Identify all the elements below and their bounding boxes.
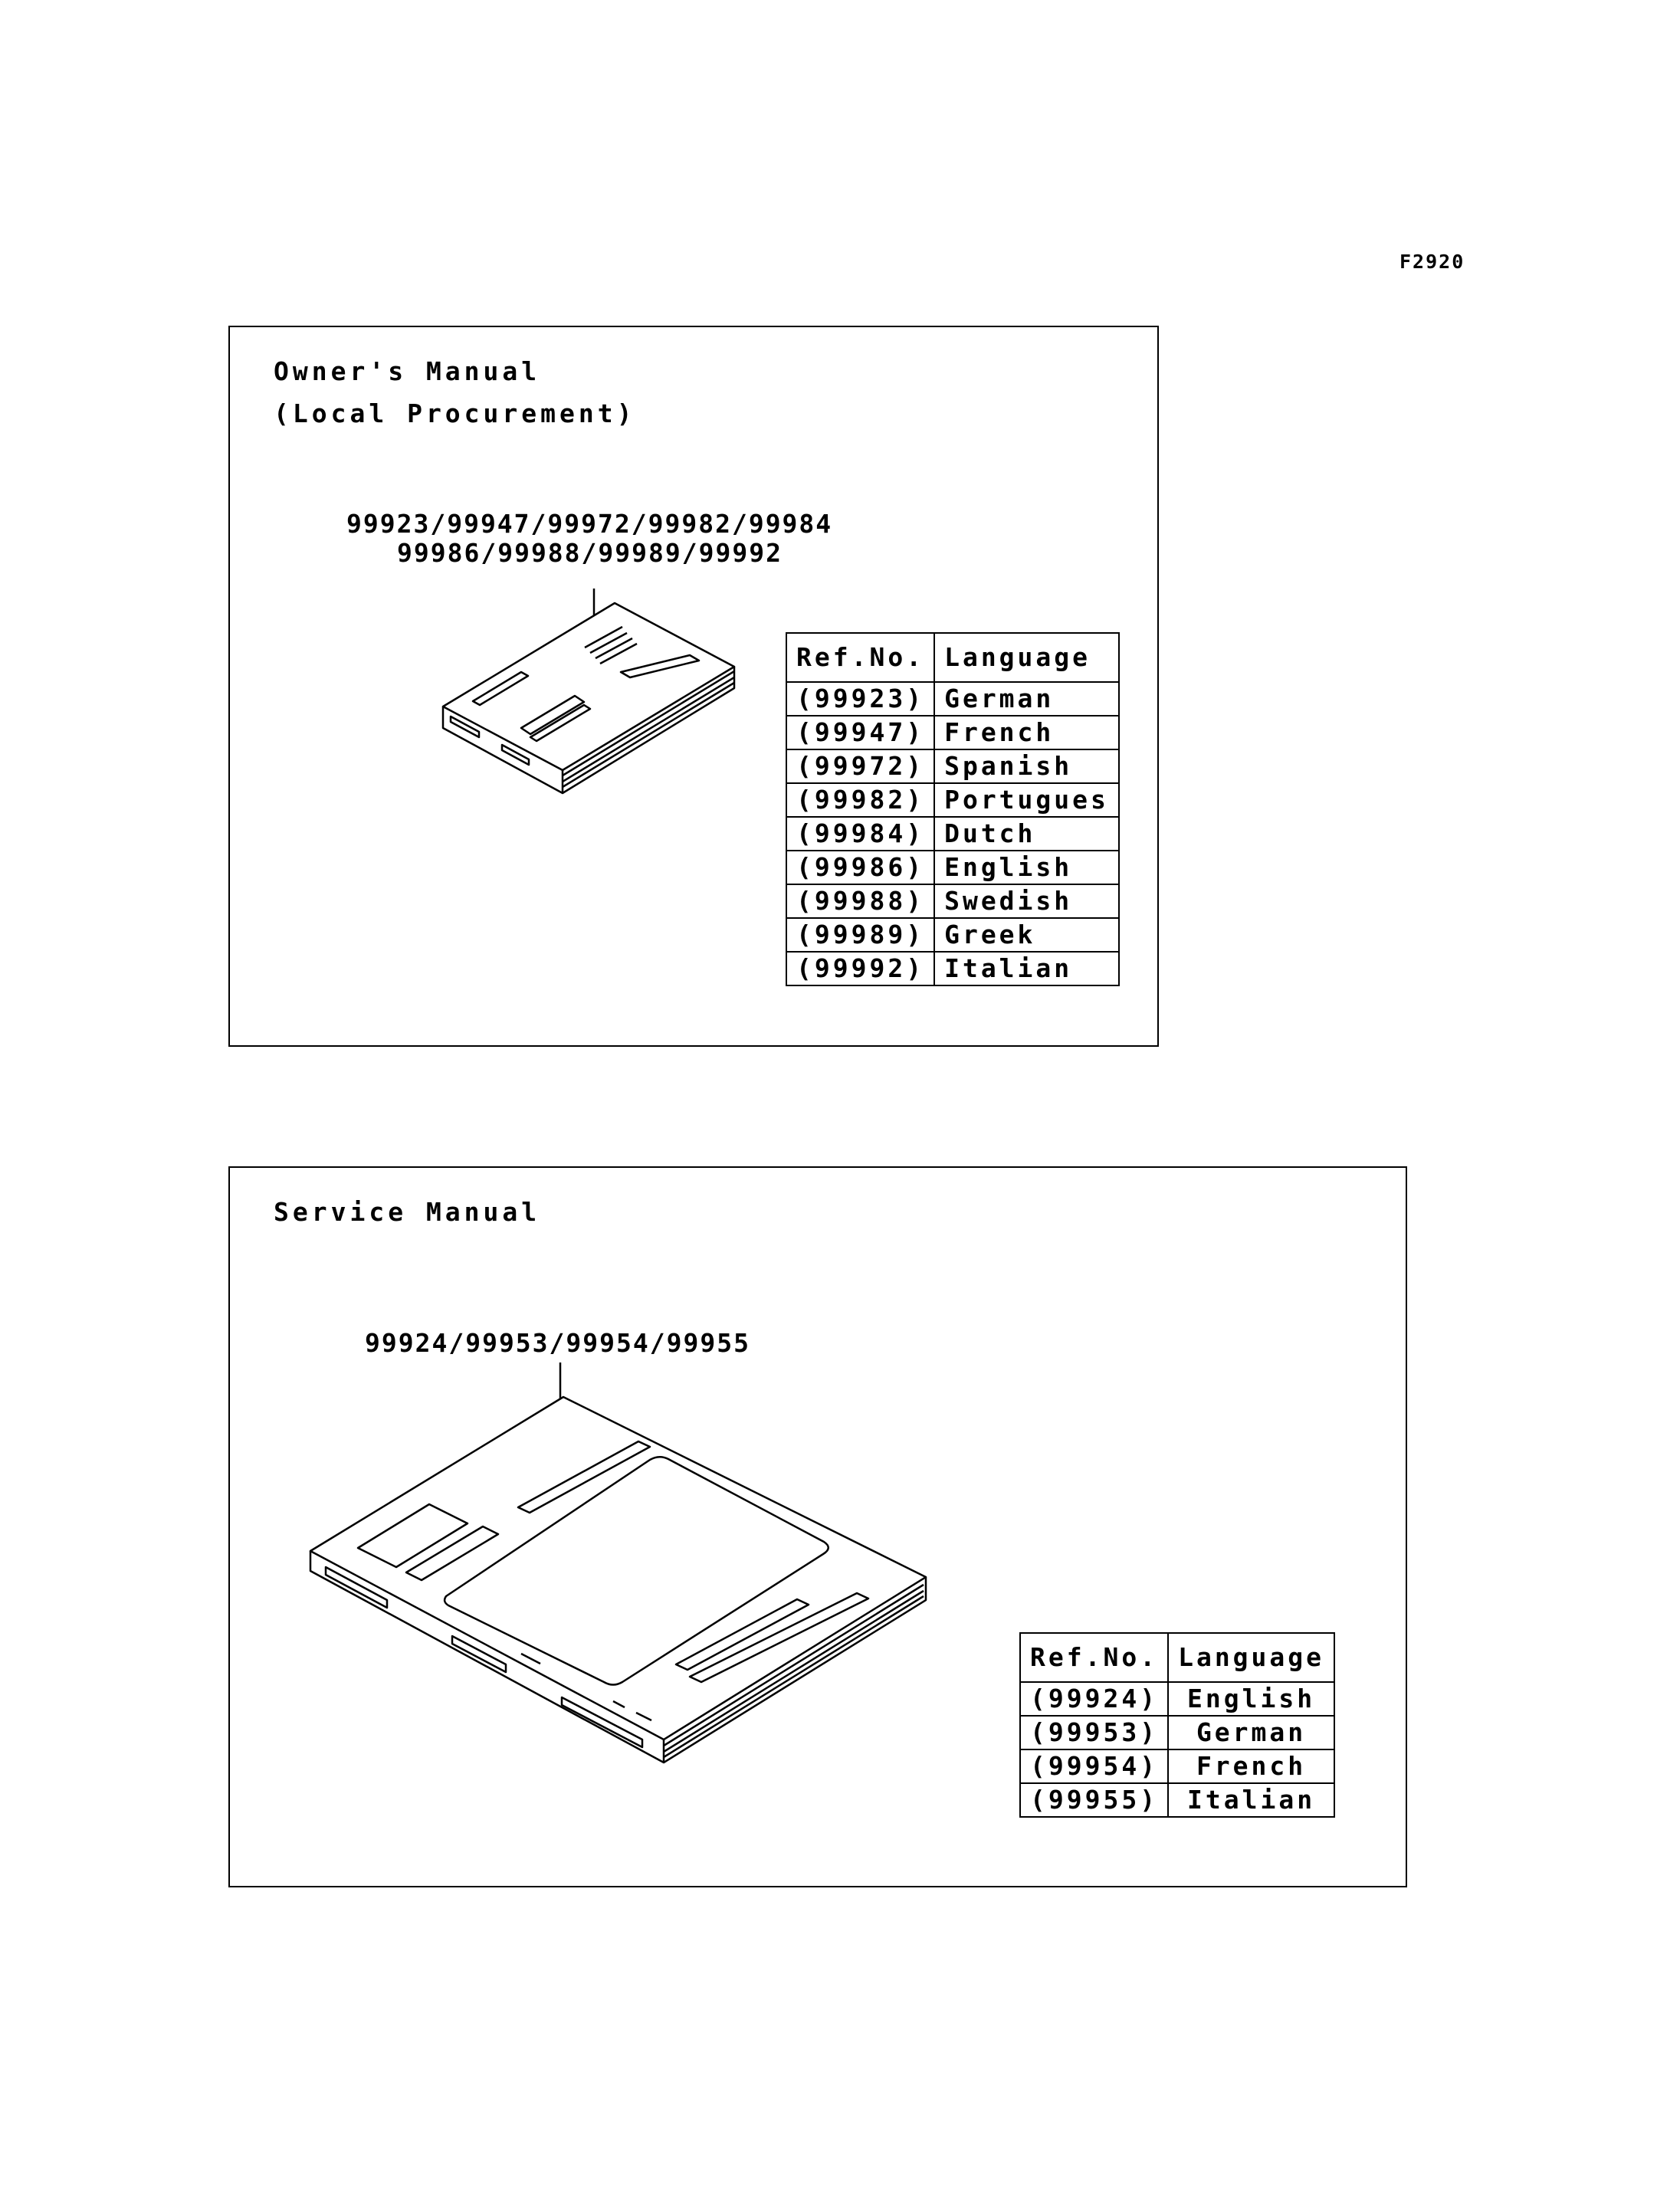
language-cell: German	[934, 681, 1120, 716]
table-row: (99984) Dutch	[785, 816, 1120, 851]
ref-no-cell: (99989)	[785, 917, 936, 953]
language-cell: French	[1167, 1749, 1336, 1784]
language-cell: English	[934, 850, 1120, 885]
table-row: (99923) German	[785, 681, 1120, 716]
language-cell: Greek	[934, 917, 1120, 953]
table-row: (99992) Italian	[785, 951, 1120, 986]
ref-no-header: Ref.No.	[1019, 1632, 1170, 1683]
table-row: (99988) Swedish	[785, 884, 1120, 919]
owners-manual-ref-numbers-line-1: 99923/99947/99972/99982/99984	[346, 509, 833, 539]
language-cell: Dutch	[934, 816, 1120, 851]
ref-no-cell: (99955)	[1019, 1782, 1170, 1818]
ref-no-cell: (99982)	[785, 782, 936, 818]
table-row: (99955) Italian	[1019, 1782, 1336, 1818]
ref-no-cell: (99986)	[785, 850, 936, 885]
owners-manual-language-table: Ref.No. Language (99923) German (99947) …	[785, 632, 1120, 986]
ref-no-cell: (99984)	[785, 816, 936, 851]
table-row: (99986) English	[785, 850, 1120, 885]
service-manual-title: Service Manual	[274, 1197, 541, 1227]
language-cell: Portugues	[934, 782, 1120, 818]
ref-no-cell: (99923)	[785, 681, 936, 716]
language-cell: English	[1167, 1681, 1336, 1717]
owners-manual-ref-numbers-line-2: 99986/99988/99989/99992	[397, 538, 783, 568]
table-header-row: Ref.No. Language	[1019, 1632, 1336, 1683]
service-manual-language-table: Ref.No. Language (99924) English (99953)…	[1019, 1632, 1336, 1818]
owners-manual-panel	[228, 326, 1159, 1047]
table-row: (99953) German	[1019, 1715, 1336, 1750]
table-header-row: Ref.No. Language	[785, 632, 1120, 683]
ref-no-cell: (99992)	[785, 951, 936, 986]
language-cell: French	[934, 715, 1120, 750]
ref-no-cell: (99947)	[785, 715, 936, 750]
table-row: (99947) French	[785, 715, 1120, 750]
table-row: (99924) English	[1019, 1681, 1336, 1717]
ref-no-cell: (99924)	[1019, 1681, 1170, 1717]
language-cell: Swedish	[934, 884, 1120, 919]
language-cell: Italian	[934, 951, 1120, 986]
table-row: (99954) French	[1019, 1749, 1336, 1784]
ref-no-header: Ref.No.	[785, 632, 936, 683]
table-row: (99982) Portugues	[785, 782, 1120, 818]
language-cell: Spanish	[934, 749, 1120, 784]
ref-no-cell: (99954)	[1019, 1749, 1170, 1784]
ref-no-cell: (99972)	[785, 749, 936, 784]
service-manual-panel	[228, 1166, 1407, 1887]
table-row: (99989) Greek	[785, 917, 1120, 953]
ref-no-cell: (99953)	[1019, 1715, 1170, 1750]
owners-manual-title: Owner's Manual	[274, 356, 541, 386]
language-cell: Italian	[1167, 1782, 1336, 1818]
service-manual-ref-numbers: 99924/99953/99954/99955	[365, 1328, 750, 1358]
language-cell: German	[1167, 1715, 1336, 1750]
language-header: Language	[1167, 1632, 1336, 1683]
table-row: (99972) Spanish	[785, 749, 1120, 784]
figure-code: F2920	[1399, 251, 1465, 273]
owners-manual-subtitle: (Local Procurement)	[274, 398, 636, 428]
ref-no-cell: (99988)	[785, 884, 936, 919]
language-header: Language	[934, 632, 1120, 683]
